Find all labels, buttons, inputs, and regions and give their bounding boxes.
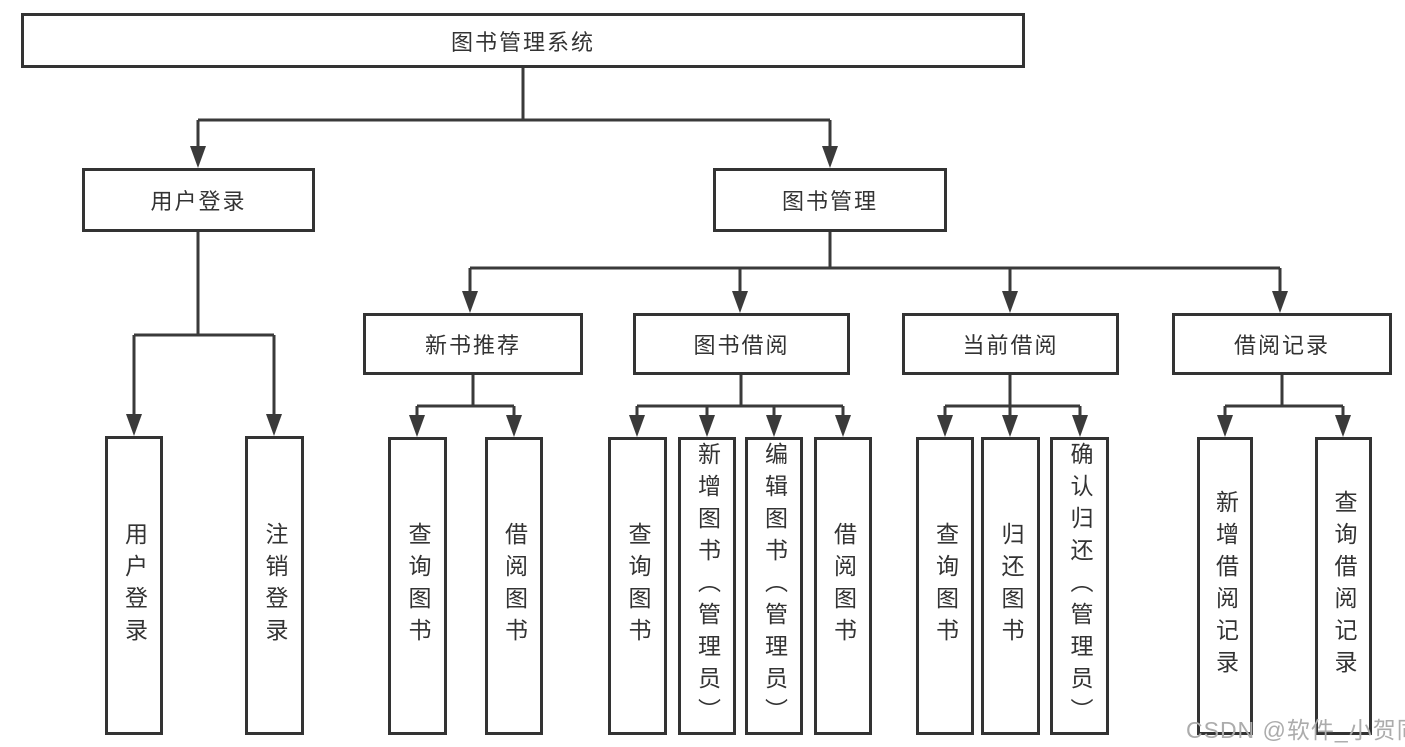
node-g2-edit-books-admin: 编辑图书（管理员） bbox=[745, 437, 803, 735]
arrow-down-icon bbox=[1272, 291, 1288, 313]
node-logout-action: 注销登录 bbox=[245, 436, 304, 735]
node-label: 借阅图书 bbox=[830, 522, 857, 650]
arrow-down-icon bbox=[937, 415, 953, 437]
node-g3-query-books: 查询图书 bbox=[916, 437, 974, 735]
arrow-down-icon bbox=[409, 415, 425, 437]
node-label: 借阅图书 bbox=[501, 522, 528, 650]
arrow-down-icon bbox=[1335, 415, 1351, 437]
node-g1-borrow-books: 借阅图书 bbox=[485, 437, 543, 735]
arrowheads bbox=[126, 146, 1351, 437]
arrow-down-icon bbox=[266, 414, 282, 436]
node-user-login: 用户登录 bbox=[82, 168, 315, 232]
arrow-down-icon bbox=[1217, 415, 1233, 437]
node-g2-query-books: 查询图书 bbox=[608, 437, 667, 735]
arrow-down-icon bbox=[835, 415, 851, 437]
node-label: 新书推荐 bbox=[424, 333, 521, 358]
node-label: 新增图书（管理员） bbox=[694, 442, 721, 730]
node-label: 查询借阅记录 bbox=[1331, 490, 1357, 682]
arrow-down-icon bbox=[506, 415, 522, 437]
node-g3-return-books: 归还图书 bbox=[981, 437, 1040, 735]
node-root: 图书管理系统 bbox=[21, 13, 1025, 68]
node-label: 当前借阅 bbox=[962, 333, 1059, 358]
node-label: 归还图书 bbox=[998, 522, 1024, 650]
arrow-down-icon bbox=[1002, 291, 1018, 313]
node-root-label: 图书管理系统 bbox=[450, 29, 595, 55]
node-label: 查询图书 bbox=[405, 522, 431, 650]
node-label: 用户登录 bbox=[121, 521, 148, 650]
node-label: 编辑图书（管理员） bbox=[761, 442, 788, 730]
arrow-down-icon bbox=[766, 415, 782, 437]
arrow-down-icon bbox=[462, 291, 478, 313]
node-current-borrowing: 当前借阅 bbox=[902, 313, 1119, 375]
node-book-management-label: 图书管理 bbox=[781, 189, 878, 214]
node-book-borrowing: 图书借阅 bbox=[633, 313, 850, 375]
node-g1-query-books: 查询图书 bbox=[388, 437, 447, 735]
arrow-down-icon bbox=[699, 415, 715, 437]
arrow-down-icon bbox=[629, 415, 645, 437]
node-book-management: 图书管理 bbox=[713, 168, 947, 232]
node-user-login-label: 用户登录 bbox=[150, 189, 247, 214]
arrow-down-icon bbox=[126, 414, 142, 436]
node-new-book-recommendation: 新书推荐 bbox=[363, 313, 583, 375]
node-g4-query-borrow-record: 查询借阅记录 bbox=[1315, 437, 1372, 735]
arrow-down-icon bbox=[1072, 415, 1088, 437]
node-g2-borrow-books: 借阅图书 bbox=[814, 437, 872, 735]
node-g3-confirm-return-admin: 确认归还（管理员） bbox=[1050, 437, 1109, 735]
node-label: 新增借阅记录 bbox=[1212, 490, 1239, 682]
arrow-down-icon bbox=[822, 146, 838, 168]
node-borrowing-records: 借阅记录 bbox=[1172, 313, 1392, 375]
csdn-watermark: CSDN @软件_小贺同学 bbox=[1186, 717, 1405, 743]
node-label: 查询图书 bbox=[932, 522, 959, 650]
node-label: 图书借阅 bbox=[693, 333, 790, 358]
node-g4-add-borrow-record: 新增借阅记录 bbox=[1197, 437, 1253, 735]
node-label: 注销登录 bbox=[262, 521, 288, 650]
arrow-down-icon bbox=[1002, 415, 1018, 437]
node-label: 查询图书 bbox=[625, 522, 651, 650]
arrow-down-icon bbox=[732, 291, 748, 313]
node-label: 借阅记录 bbox=[1233, 333, 1330, 358]
arrow-down-icon bbox=[190, 146, 206, 168]
node-user-login-action: 用户登录 bbox=[105, 436, 163, 735]
node-label: 确认归还（管理员） bbox=[1067, 442, 1093, 730]
connector-paths bbox=[132, 68, 1345, 416]
node-g2-add-books-admin: 新增图书（管理员） bbox=[678, 437, 736, 735]
